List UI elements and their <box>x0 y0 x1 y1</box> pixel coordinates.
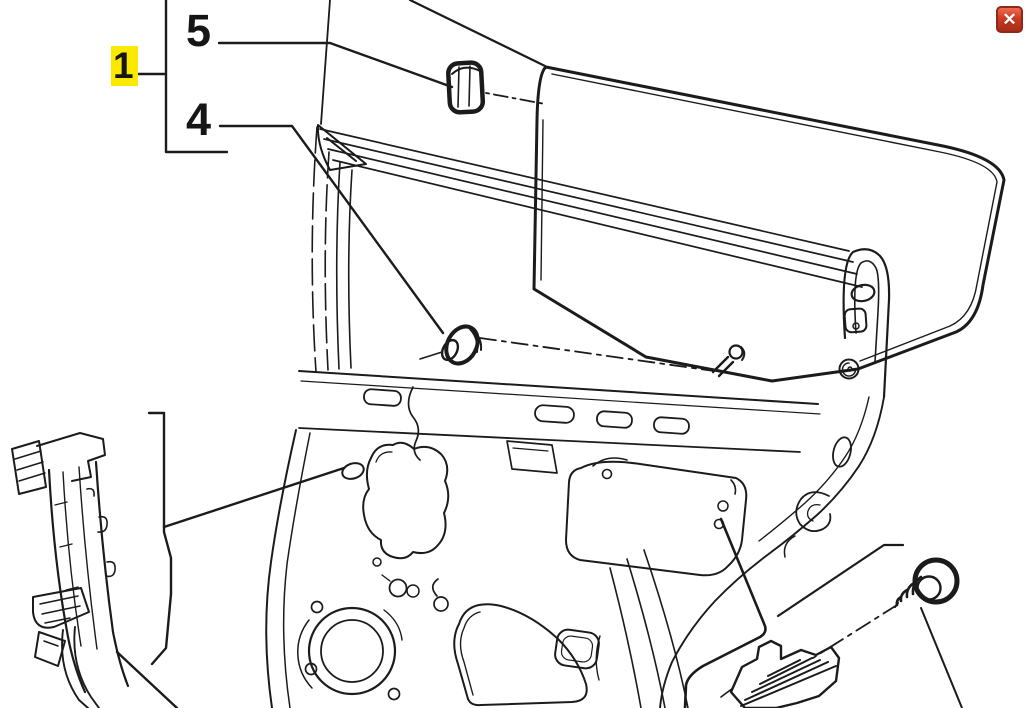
callout-1-label[interactable]: 1 <box>111 46 138 86</box>
door-window-frame <box>311 124 891 399</box>
pillar-grommet <box>838 358 860 380</box>
part-4-grommet <box>419 324 746 378</box>
frame-rear-pillar <box>838 248 891 399</box>
part-4-centerline <box>479 337 715 372</box>
callout-1-bracket <box>134 0 229 154</box>
pillar-oval-hole <box>850 283 876 303</box>
group-bracket-lower <box>147 411 173 666</box>
inner-door-panel <box>265 429 748 708</box>
screw-leader <box>920 607 963 708</box>
speaker-opening <box>297 600 403 701</box>
panel-triangle-cutout <box>453 603 588 707</box>
callout-5-label[interactable]: 5 <box>186 5 212 56</box>
panel-hole-leader <box>162 466 346 529</box>
panel-lower-hole <box>554 628 600 670</box>
lower-leader-bent <box>683 517 767 708</box>
window-glass <box>532 65 1006 383</box>
panel-leader-hole <box>341 462 365 480</box>
door-top-lines <box>320 0 547 125</box>
panel-kidney-cutout <box>362 441 450 560</box>
screw-elbow-leader <box>776 543 905 618</box>
callout-4-leader <box>218 124 445 335</box>
clip-bracket <box>720 639 841 708</box>
callout-5-leader <box>217 41 454 89</box>
frame-apex <box>316 124 367 171</box>
close-icon: ✕ <box>1002 9 1017 29</box>
panel-large-cutout <box>565 460 748 577</box>
glass-guide-rail <box>11 432 179 708</box>
frame-pin-fastener <box>711 344 746 378</box>
screw-fastener <box>776 543 963 708</box>
close-button[interactable]: ✕ <box>996 6 1023 33</box>
pillar-square-hole <box>843 307 868 334</box>
part-5-bumper <box>446 60 546 115</box>
screw-centerline <box>812 604 898 659</box>
callout-4-label[interactable]: 4 <box>186 94 212 145</box>
part-5-centerline <box>485 92 546 105</box>
callout-leader-lines <box>134 0 454 666</box>
belt-rail <box>298 370 821 474</box>
door-shell-rear-edge <box>659 396 885 708</box>
